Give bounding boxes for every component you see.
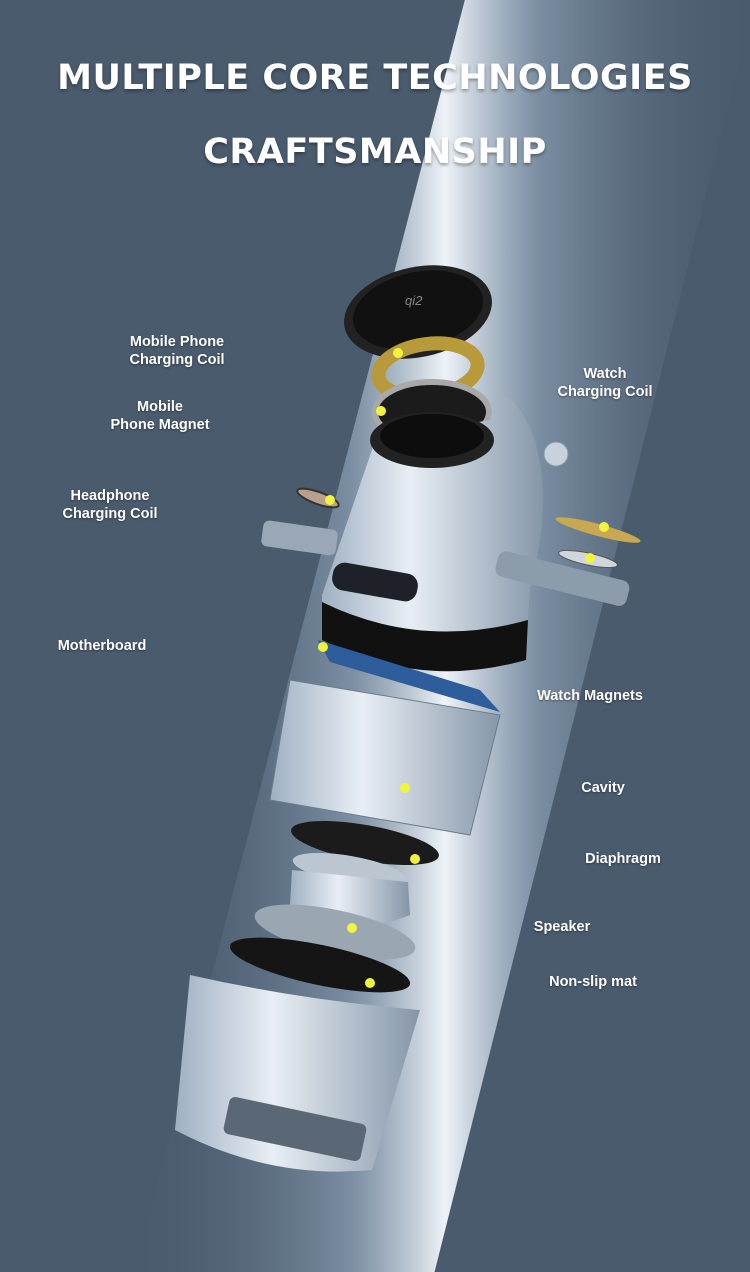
label-cavity: Cavity [581,780,625,796]
leader-lines [166,348,609,988]
label-line: Charging Coil [129,352,225,368]
label-speaker: Speaker [533,919,591,935]
motherboard [318,640,500,712]
speaker-body [322,397,543,672]
headline-line-1: MULTIPLE CORE TECHNOLOGIES [57,58,693,98]
label-line: Charging Coil [62,506,158,522]
label-line: Mobile Phone [129,334,225,350]
label-line: Watch [583,366,627,382]
label-line: Charging Coil [557,384,653,400]
label-non-slip-mat: Non-slip mat [549,974,637,990]
cavity [269,679,501,836]
label-watch-magnets: Watch Magnets [537,688,643,704]
watch-coil [555,517,641,543]
label-watch-coil: Watch Charging Coil [557,365,652,401]
label-line: Phone Magnet [110,417,210,433]
label-motherboard: Motherboard [57,638,147,654]
diaphragm [291,821,439,865]
control-buttons [332,562,418,602]
label-diaphragm: Diaphragm [585,851,661,867]
label-line: Headphone [70,488,150,504]
label-phone-magnet: Mobile Phone Magnet [110,398,209,434]
qi2-charging-pad: qi2 [344,265,492,359]
right-handle [495,551,630,606]
non-slip-mat [229,937,411,993]
qi2-logo: qi2 [405,293,423,308]
fingerprint-icon [543,441,569,467]
label-line: Mobile [137,399,183,415]
label-phone-charging-coil: Mobile Phone Charging Coil [129,333,224,369]
label-headphone-coil: Headphone Charging Coil [62,487,157,523]
left-handle [261,520,338,556]
headline-line-2: CRAFTSMANSHIP [203,132,547,172]
